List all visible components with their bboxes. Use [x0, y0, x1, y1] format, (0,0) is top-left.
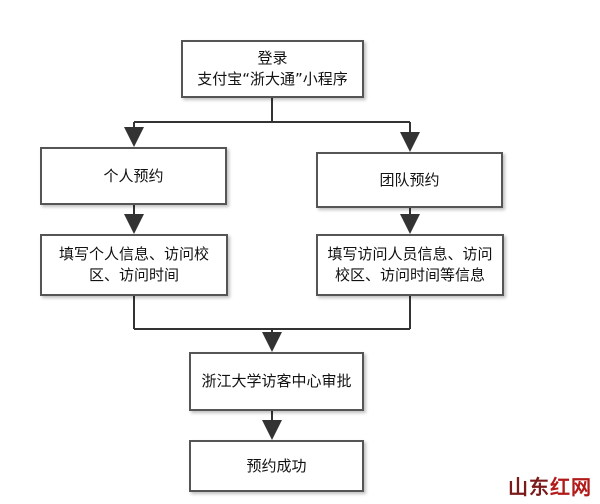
personal-reservation-label: 个人预约 — [103, 166, 164, 185]
watermark-part2: 红网 — [550, 475, 592, 499]
personal-info-node: 填写个人信息、访问校 区、访问时间 — [40, 234, 228, 296]
watermark-part1: 山东 — [508, 475, 550, 499]
success-label: 预约成功 — [246, 456, 307, 475]
group-info-label: 填写访问人员信息、访问 校区、访问时间等信息 — [327, 245, 493, 284]
approval-label: 浙江大学访客中心审批 — [201, 372, 352, 390]
group-reservation-label: 团队预约 — [379, 170, 440, 189]
login-title: 登录 — [257, 49, 288, 67]
personal-info-label: 填写个人信息、访问校 区、访问时间 — [58, 245, 209, 284]
watermark: 山东红网 — [508, 471, 592, 500]
group-info-node: 填写访问人员信息、访问 校区、访问时间等信息 — [316, 234, 504, 296]
group-reservation-node: 团队预约 — [316, 152, 503, 208]
login-node: 登录 支付宝“浙大通”小程序 — [181, 40, 364, 98]
personal-reservation-node: 个人预约 — [40, 147, 227, 205]
approval-node: 浙江大学访客中心审批 — [189, 352, 364, 411]
login-subtitle: 支付宝“浙大通”小程序 — [197, 70, 348, 88]
success-node: 预约成功 — [189, 440, 364, 492]
